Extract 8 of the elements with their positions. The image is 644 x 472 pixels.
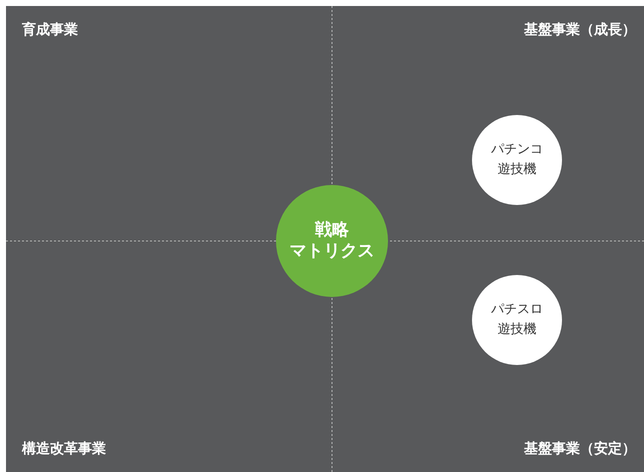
node-text: パチンコ遊技機: [490, 141, 544, 179]
quadrant-label: 基盤事業（成長）: [524, 21, 636, 40]
node-text: 戦略: [315, 220, 349, 241]
node-text: パチスロ遊技機: [490, 301, 544, 339]
quadrant-label: 基盤事業（安定）: [524, 440, 636, 459]
quadrant-label: 構造改革事業: [22, 440, 106, 459]
quadrant-label: 育成事業: [22, 20, 78, 40]
node-text: マトリクス: [290, 241, 374, 262]
